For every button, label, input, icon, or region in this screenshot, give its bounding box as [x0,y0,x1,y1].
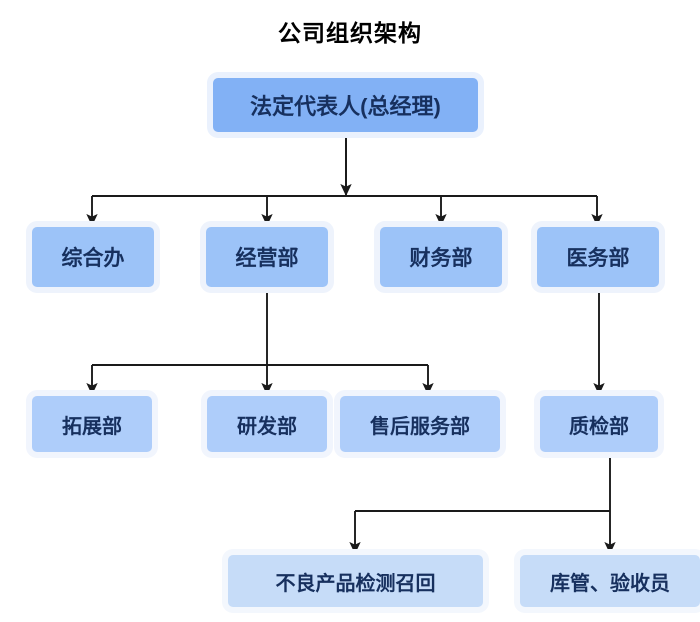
node-warehouse-keeper-inspector[interactable]: 库管、验收员 [520,555,700,607]
node-research-and-development-department[interactable]: 研发部 [207,396,327,452]
node-operations-department[interactable]: 经营部 [206,227,328,287]
node-expansion-department[interactable]: 拓展部 [32,396,152,452]
node-general-affairs-office[interactable]: 综合办 [32,227,154,287]
page-title: 公司组织架构 [278,20,422,46]
node-defective-product-detection-recall[interactable]: 不良产品检测召回 [228,555,483,607]
node-medical-affairs-department[interactable]: 医务部 [537,227,659,287]
node-finance-department[interactable]: 财务部 [380,227,502,287]
node-legal-representative-general-manager[interactable]: 法定代表人(总经理) [213,78,478,132]
node-quality-inspection-department[interactable]: 质检部 [540,396,658,452]
node-after-sales-service-department[interactable]: 售后服务部 [340,396,500,452]
